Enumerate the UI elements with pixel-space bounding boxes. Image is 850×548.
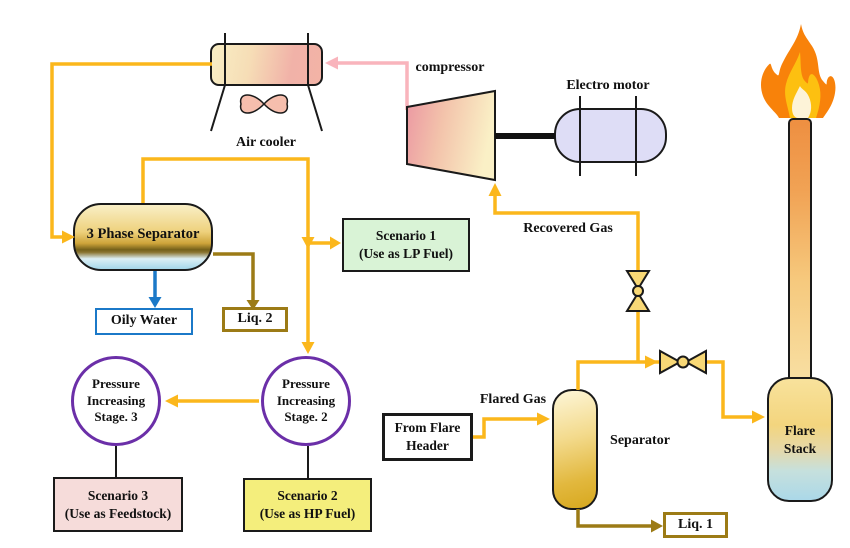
pressure-stage-3: Pressure Increasing Stage. 3 (71, 356, 161, 446)
liq-1-label: Liq. 1 (677, 516, 713, 532)
recovered-gas-valve-icon (625, 270, 651, 312)
arrow-into-stage3 (165, 394, 178, 408)
electro-motor (554, 108, 667, 163)
liq-2-label: Liq. 2 (237, 311, 273, 327)
recovered-gas-label: Recovered Gas (523, 221, 613, 236)
scenario-1-box: Scenario 1 (Use as LP Fuel) (342, 218, 470, 272)
flare-stack-vessel: Flare Stack (767, 377, 833, 502)
scenario-2-box: Scenario 2 (Use as HP Fuel) (243, 478, 372, 532)
arrow-into-stage2 (301, 342, 315, 354)
flare-stack-column (788, 118, 812, 379)
stage3-label-line1: Pressure (92, 375, 140, 391)
stage3-label-line2: Increasing (86, 392, 146, 408)
arrow-junction-down (301, 237, 315, 249)
liq-2-box: Liq. 2 (222, 307, 288, 332)
stage2-label-line2: Increasing (276, 392, 336, 408)
scenario-3-box: Scenario 3 (Use as Feedstock) (53, 477, 183, 532)
compressor-label: compressor (415, 60, 485, 75)
stage2-label-line1: Pressure (282, 375, 330, 391)
arrow-into-cooler (325, 56, 338, 70)
electro-motor-label: Electro motor (566, 78, 650, 93)
flared-gas-label: Flared Gas (479, 392, 547, 407)
three-phase-separator: 3 Phase Separator (73, 203, 213, 271)
air-cooler (210, 43, 323, 86)
scenario-1-line1: Scenario 1 (375, 228, 437, 244)
scenario-3-line2: (Use as Feedstock) (64, 505, 172, 521)
liq-1-box: Liq. 1 (663, 512, 728, 538)
scenario-3-line1: Scenario 3 (87, 487, 149, 503)
three-phase-separator-label: 3 Phase Separator (86, 225, 200, 242)
oily-water-label: Oily Water (110, 313, 178, 329)
from-flare-header-line1: From Flare (394, 420, 461, 436)
scenario-1-line2: (Use as LP Fuel) (358, 246, 454, 261)
arrow-into-scenario1 (330, 236, 341, 250)
pipe-separator-to-flare (576, 360, 752, 419)
flare-stack-label-line2: Stack (783, 440, 817, 456)
oily-water-box: Oily Water (95, 308, 193, 335)
shaft (495, 133, 555, 139)
fan-icon (239, 94, 289, 114)
flare-valve-icon (659, 349, 707, 375)
arrow-into-compressor (488, 183, 502, 196)
scenario-2-line1: Scenario 2 (277, 488, 338, 504)
pipe-3phase-to-liq2 (213, 252, 255, 300)
pipe-separator-to-liq1 (576, 509, 651, 528)
pipe-compressor-to-cooler (337, 61, 409, 110)
arrow-into-flare-stack (752, 410, 765, 424)
from-flare-header-line2: Header (406, 438, 449, 453)
separator-label: Separator (610, 433, 670, 448)
arrow-into-separator (537, 412, 550, 426)
arrow-into-oily-water (148, 297, 162, 308)
pressure-stage-2: Pressure Increasing Stage. 2 (261, 356, 351, 446)
stage3-label-line3: Stage. 3 (94, 409, 138, 425)
scenario-2-line2: (Use as HP Fuel) (259, 506, 356, 521)
air-cooler-label: Air cooler (236, 135, 296, 150)
pipe-flared-gas (473, 417, 537, 439)
from-flare-header-box: From Flare Header (382, 413, 473, 461)
stage2-label-line3: Stage. 2 (284, 409, 328, 425)
flame-icon (760, 24, 836, 118)
arrow-into-flare-valve (645, 355, 658, 369)
arrow-into-liq1 (651, 519, 663, 533)
flare-stack-label-line1: Flare (784, 422, 816, 438)
compressor-body (406, 89, 496, 182)
